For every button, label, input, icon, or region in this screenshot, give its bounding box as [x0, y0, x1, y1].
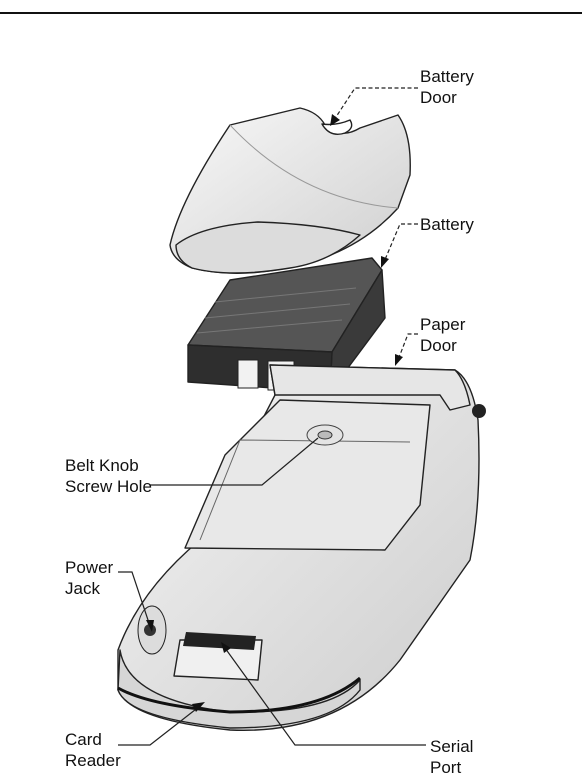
label-paper-door: Paper Door	[420, 315, 470, 355]
leader-battery	[384, 224, 418, 262]
label-battery: Battery	[420, 215, 474, 234]
label-serial-port: Serial Port	[430, 737, 478, 777]
battery-door-part	[170, 108, 410, 273]
leader-battery-door	[334, 88, 418, 120]
label-battery-door: Battery Door	[420, 67, 479, 107]
label-belt-knob-screw-hole: Belt Knob Screw Hole	[65, 456, 152, 496]
terminal-housing	[118, 365, 486, 730]
label-card-reader: Card Reader	[65, 730, 121, 770]
battery-contact-left	[238, 360, 258, 388]
serial-port-socket	[174, 632, 262, 680]
leader-paper-door	[398, 334, 418, 360]
label-power-jack: Power Jack	[65, 558, 118, 598]
